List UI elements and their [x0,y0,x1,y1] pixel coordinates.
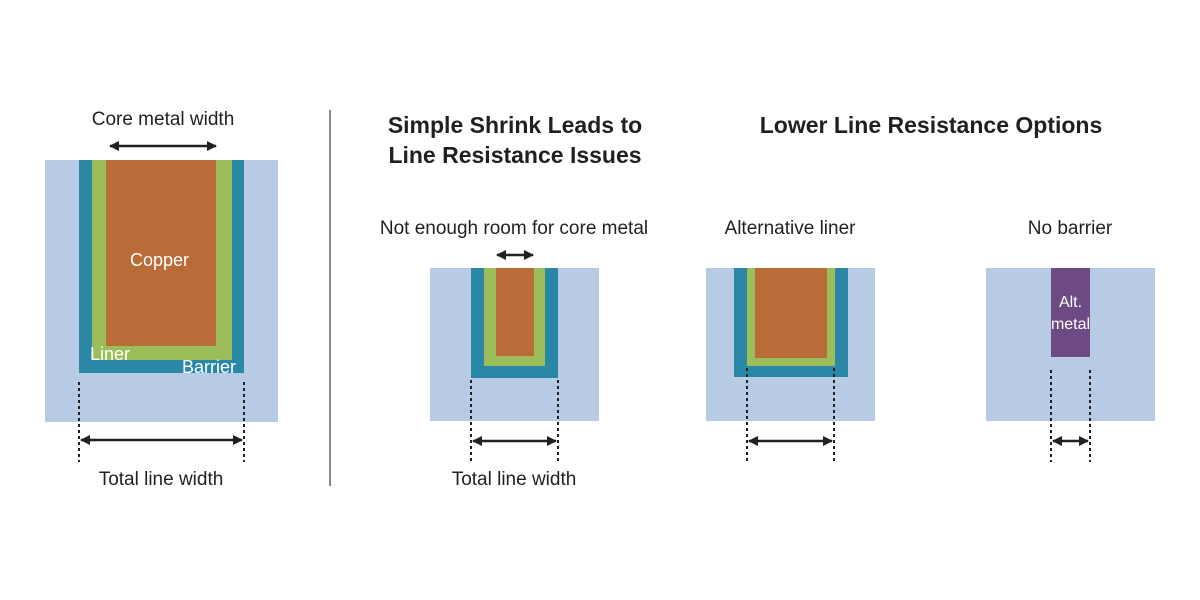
total-line-width-label-1: Total line width [98,469,224,490]
alt-metal-label-line-2: metal [1050,316,1091,333]
copper-core-1 [106,160,216,346]
copper-core-2 [496,268,534,356]
alt-metal-core [1051,268,1090,357]
liner-label: Liner [90,344,131,364]
total-line-width-label-2: Total line width [451,469,577,490]
alternative-liner-caption: Alternative liner [724,218,856,239]
shrink-title-line-2: Line Resistance Issues [388,142,642,168]
panel-divider [329,110,331,486]
alt-metal-label-line-1: Alt. [1058,294,1083,311]
copper-label: Copper [130,250,190,270]
shrink-title: Simple Shrink Leads to Line Resistance I… [388,110,642,170]
core-metal-width-label: Core metal width [91,109,235,130]
copper-core-3 [755,268,827,358]
barrier-label: Barrier [182,357,237,377]
no-barrier-caption: No barrier [1027,218,1113,239]
shrink-title-line-1: Simple Shrink Leads to [387,112,643,138]
not-enough-room-caption: Not enough room for core metal [379,218,649,239]
alt-metal-label: Alt. metal [1049,292,1092,336]
options-title: Lower Line Resistance Options [759,112,1103,138]
